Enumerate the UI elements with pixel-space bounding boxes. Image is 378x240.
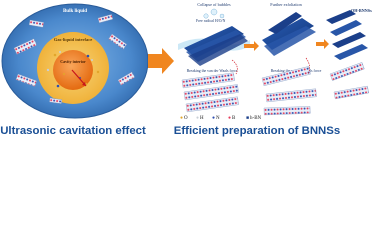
legend-n: ●N	[212, 116, 220, 121]
hbn-stack-collapse	[184, 26, 248, 66]
bulk-bn-sheets	[13, 14, 136, 104]
gas-liquid-interface-label: Gas-liquid interface	[54, 37, 92, 42]
collapse-of-bubbles-label: Collapse of bubbles	[197, 2, 231, 7]
breaking-vdw-left-label: Breaking the van der Waals force	[187, 69, 238, 73]
legend-b: ●B	[228, 116, 236, 121]
legend-hbn: ■h-BN	[246, 116, 262, 121]
bnns-preparation-panel: Collapse of bubbles Free radical H/O/N F…	[178, 2, 372, 116]
atomic-layers-middle	[261, 66, 317, 116]
oh-bnnss-sheets	[326, 10, 368, 60]
further-exfoliation-label: Further exfoliation	[270, 2, 302, 7]
atomic-layers-right	[329, 62, 369, 100]
oh-bnnss-label: OH-BNNSs	[351, 8, 372, 13]
atomic-layers-left	[181, 72, 239, 113]
ultrasonic-cavitation-panel: Bulk liquid Gas-liquid interface Cavity …	[1, 3, 149, 119]
transition-arrow	[148, 48, 174, 74]
bulk-liquid-label: Bulk liquid	[63, 9, 87, 14]
bnns-mechanism-figure: Bulk liquid Gas-liquid interface Cavity …	[0, 2, 372, 137]
hbn-stack-exfoliation	[262, 12, 316, 56]
cavity-interior-label: Cavity interior	[60, 59, 86, 64]
figure-graphic: Bulk liquid Gas-liquid interface Cavity …	[1, 2, 372, 121]
legend-o: ●O	[180, 116, 188, 121]
free-radical-label: Free radical H/O/N	[196, 19, 226, 23]
atom-legend: ●O ●H ●N ●B ■h-BN	[180, 116, 262, 121]
left-caption: Ultrasonic cavitation effect	[0, 125, 146, 137]
legend-h: ●H	[196, 116, 204, 121]
right-caption: Efficient preparation of BNNSs	[173, 125, 341, 137]
cavity-interior-core	[53, 50, 93, 90]
